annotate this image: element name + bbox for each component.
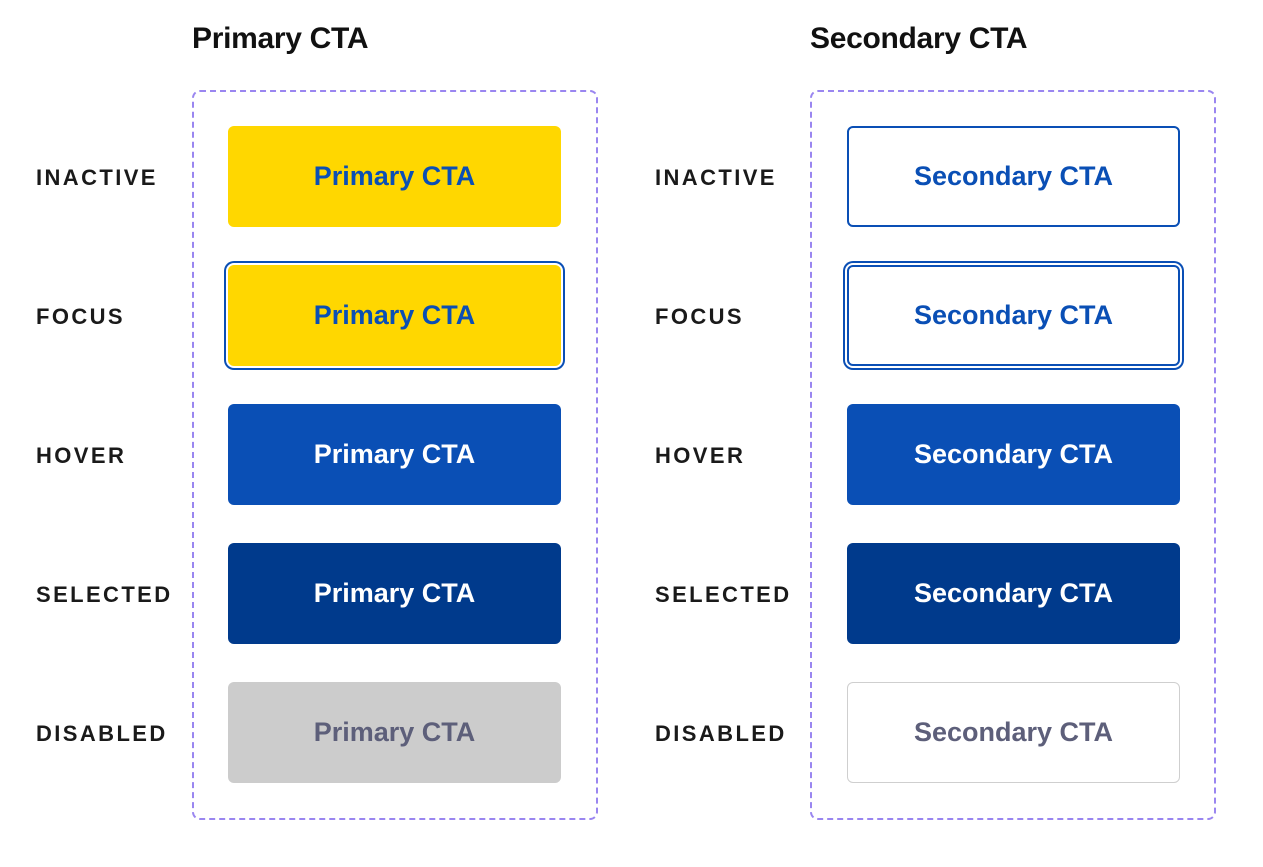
secondary-cta-panel bbox=[810, 90, 1216, 820]
state-label-focus: FOCUS bbox=[36, 304, 125, 329]
secondary-cta-button-selected[interactable]: Secondary CTA bbox=[847, 543, 1180, 644]
state-label-hover: HOVER bbox=[655, 443, 746, 468]
state-label-focus: FOCUS bbox=[655, 304, 744, 329]
state-label-disabled: DISABLED bbox=[655, 721, 787, 746]
state-label-selected: SELECTED bbox=[36, 582, 173, 607]
primary-cta-button-hover[interactable]: Primary CTA bbox=[228, 404, 561, 505]
primary-cta-button-disabled: Primary CTA bbox=[228, 682, 561, 783]
state-label-hover: HOVER bbox=[36, 443, 127, 468]
secondary-cta-title: Secondary CTA bbox=[810, 22, 1028, 55]
secondary-cta-button-inactive[interactable]: Secondary CTA bbox=[847, 126, 1180, 227]
state-label-disabled: DISABLED bbox=[36, 721, 168, 746]
primary-cta-panel bbox=[192, 90, 598, 820]
state-label-inactive: INACTIVE bbox=[655, 165, 777, 190]
state-label-selected: SELECTED bbox=[655, 582, 792, 607]
secondary-cta-button-focus[interactable]: Secondary CTA bbox=[847, 265, 1180, 366]
primary-cta-button-focus[interactable]: Primary CTA bbox=[228, 265, 561, 366]
primary-cta-title: Primary CTA bbox=[192, 22, 369, 55]
primary-cta-button-selected[interactable]: Primary CTA bbox=[228, 543, 561, 644]
state-label-inactive: INACTIVE bbox=[36, 165, 158, 190]
primary-cta-button-inactive[interactable]: Primary CTA bbox=[228, 126, 561, 227]
secondary-cta-button-disabled: Secondary CTA bbox=[847, 682, 1180, 783]
secondary-cta-button-hover[interactable]: Secondary CTA bbox=[847, 404, 1180, 505]
